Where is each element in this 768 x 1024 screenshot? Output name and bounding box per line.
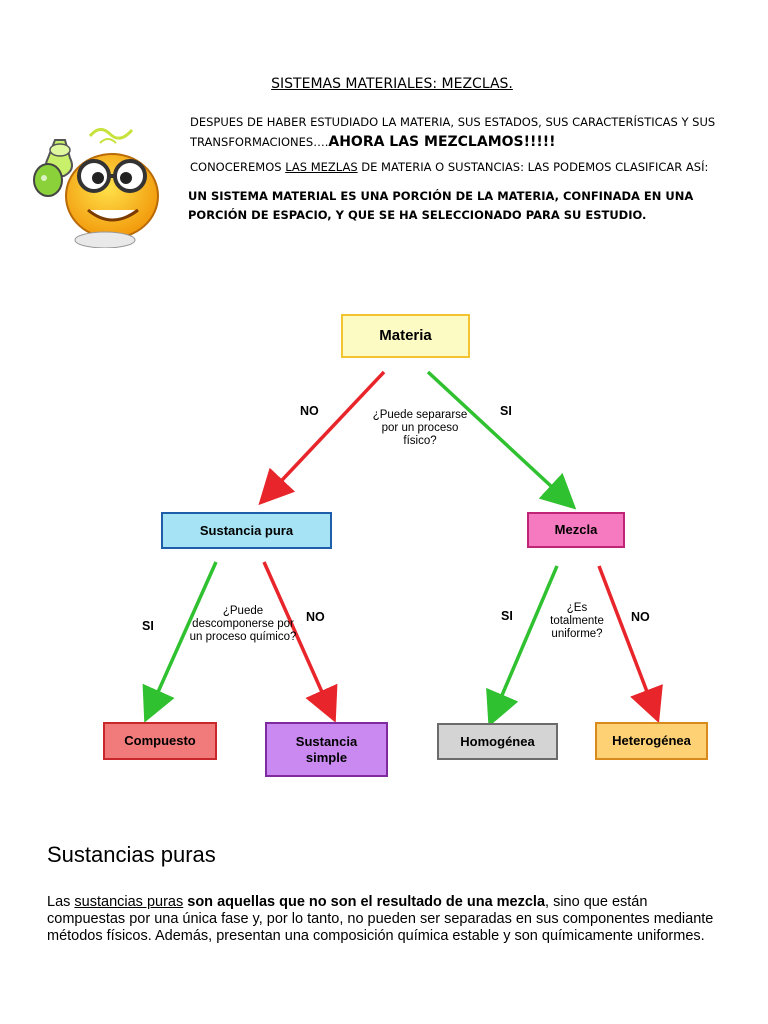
definition-text: UN SISTEMA MATERIAL ES UNA PORCIÓN DE LA… [188,189,694,222]
arrow-si-compound [142,561,218,723]
para-pre: Las [47,894,75,910]
label-no-2: NO [306,610,325,624]
intro-classify-underlined: LAS MEZLAS [285,160,358,174]
question-uniform: ¿Es totalmente uniforme? [550,602,604,640]
node-mixture: Mezcla [527,512,625,548]
arrow-si-mixture [426,370,577,510]
intro-paragraph: DESPUES DE HABER ESTUDIADO LA MATERIA, S… [190,112,730,152]
node-homogeneous: Homogénea [437,723,558,760]
page-title: SISTEMAS MATERIALES: MEZCLAS. [271,76,513,92]
intro-classify-pre: CONOCEREMOS [190,160,286,174]
node-pure-substance: Sustancia pura [161,512,332,549]
section-heading: Sustancias puras [47,842,216,867]
scientist-emoji-icon [33,128,159,248]
intro-classify-post: DE MATERIA O SUSTANCIAS: LAS PODEMOS CLA… [357,160,709,174]
node-simple-substance: Sustancia simple [265,722,388,777]
arrow-no-heterogeneous [597,565,663,724]
question-physical: ¿Puede separarse por un proceso físico? [372,409,468,447]
intro-classify: CONOCEREMOS LAS MEZLAS DE MATERIA O SUST… [190,160,730,174]
question-chemical: ¿Puede descomponerse por un proceso quím… [189,605,297,643]
para-rest: , sino que están compuestas por una únic… [47,894,714,944]
node-materia: Materia [341,314,470,358]
arrow-no-pure [258,370,386,506]
pure-substances-link[interactable]: sustancias puras [74,894,184,910]
label-no-3: NO [631,610,650,624]
diagram-arrows [142,370,663,727]
intro-text: DESPUES DE HABER ESTUDIADO LA MATERIA, S… [190,115,716,149]
classification-diagram: Materia NO SI ¿Puede separarse por un pr… [0,300,768,790]
intro-emphasis: AHORA LAS MEZCLAMOS!!!!! [328,134,556,150]
arrow-no-simple [262,561,338,723]
para-bold: son aquellas que no son el resultado de … [183,894,546,910]
label-no-1: NO [300,404,319,418]
node-compound: Compuesto [103,722,217,760]
node-heterogeneous: Heterogénea [595,722,708,760]
section-paragraph: Las sustancias puras son aquellas que no… [47,894,727,945]
label-si-3: SI [501,609,513,623]
arrow-si-homogeneous [486,565,559,727]
label-si-2: SI [142,619,154,633]
label-si-1: SI [500,404,512,418]
